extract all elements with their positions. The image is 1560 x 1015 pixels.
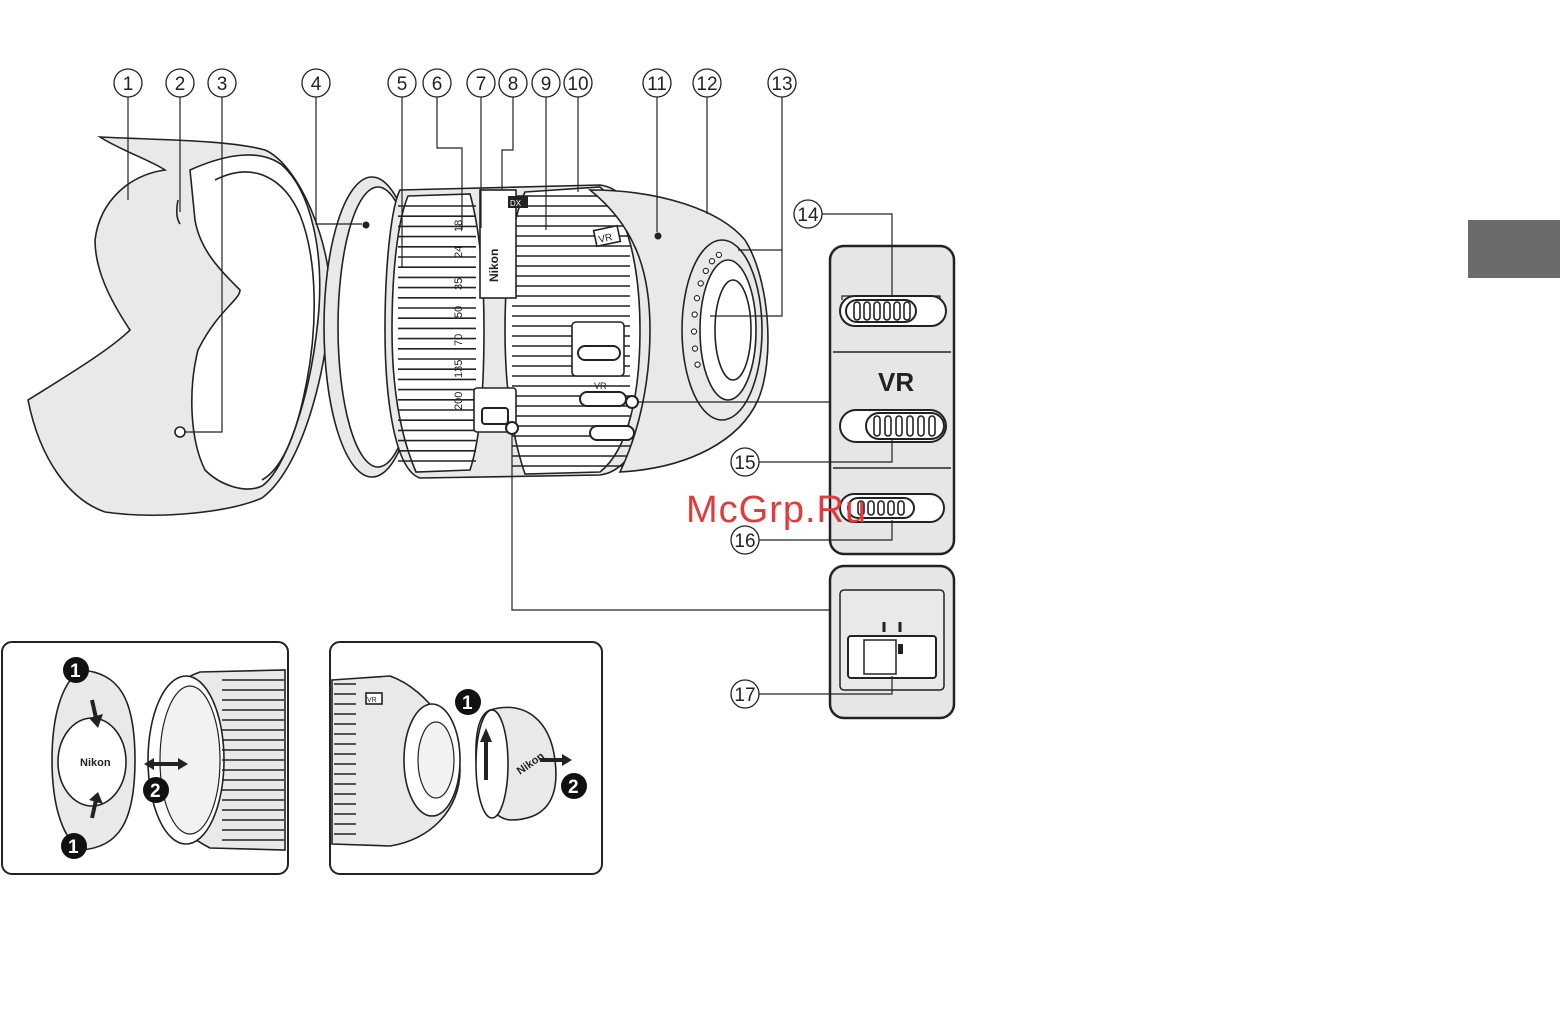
callout-number: 13 (771, 74, 792, 95)
watermark: McGrp.Ru (686, 489, 867, 531)
focal-scale-mark: 50 (453, 306, 465, 318)
svg-text:2: 2 (150, 781, 161, 802)
svg-text:2: 2 (568, 777, 579, 798)
step-2-badge: 2 (143, 777, 169, 803)
focal-scale-mark: 18 (453, 220, 465, 232)
rear-cap-illustration: VR Nikon 1 2 (330, 642, 602, 874)
svg-text:1: 1 (70, 661, 81, 682)
vr-label: VR (878, 367, 914, 397)
callout-number: 1 (123, 74, 134, 95)
callout-number: 11 (647, 74, 667, 95)
body-vr-label: VR (594, 381, 607, 391)
callout-leader (502, 97, 513, 190)
front-cap-illustration: Nikon 1 2 1 (2, 642, 288, 874)
front-cap-brand: Nikon (80, 757, 111, 769)
callout-number: 7 (476, 74, 487, 95)
callout-number: 10 (567, 74, 588, 95)
step-1-badge: 1 (63, 657, 89, 683)
rear-vr-badge: VR (367, 697, 377, 704)
focal-scale-mark: 35 (453, 278, 465, 290)
focal-scale-mark: 135 (453, 360, 465, 378)
callout-number: 3 (217, 74, 228, 95)
focal-scale-mark: 24 (453, 246, 465, 258)
focal-scale-mark: 200 (453, 392, 465, 410)
callout-number: 15 (734, 453, 755, 474)
callout-number: 2 (175, 74, 186, 95)
callout-number: 17 (734, 685, 755, 706)
body-af-switch[interactable] (578, 346, 620, 360)
callout-number: 12 (696, 74, 717, 95)
callout-number: 6 (432, 74, 443, 95)
brand-mark: Nikon (487, 249, 501, 282)
body-vr-switch[interactable] (580, 392, 626, 406)
lens-hood (28, 137, 330, 515)
callout-number: 4 (311, 74, 322, 95)
svg-text:1: 1 (462, 693, 473, 714)
callout-number: 5 (397, 74, 408, 95)
switch-detail-panel: VR (830, 246, 954, 718)
callout-number: 9 (541, 74, 552, 95)
mounting-index (655, 233, 662, 240)
rear-step-1-badge: 1 (455, 689, 481, 715)
rear-step-2-badge: 2 (561, 773, 587, 799)
callout-number: 16 (734, 531, 755, 552)
focal-scale-mark: 70 (453, 334, 465, 346)
callout-number: 14 (797, 205, 819, 226)
svg-text:1: 1 (68, 837, 79, 858)
body-zoom-lock-switch[interactable] (482, 408, 508, 424)
body-mode-switch[interactable] (590, 426, 634, 440)
callout-number: 8 (508, 74, 519, 95)
dx-badge: DX (510, 199, 522, 208)
step-1-badge-lower: 1 (61, 833, 87, 859)
